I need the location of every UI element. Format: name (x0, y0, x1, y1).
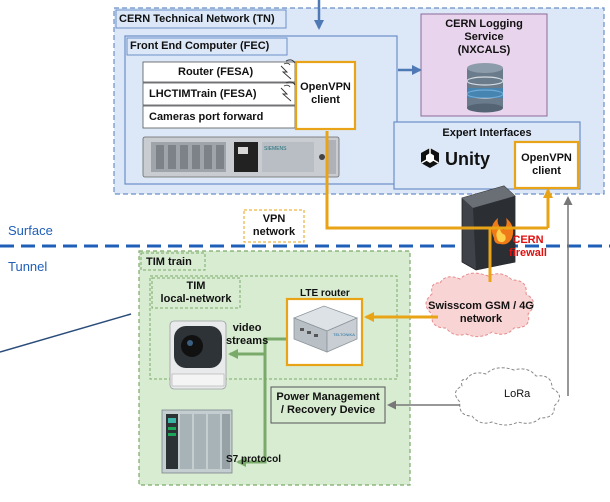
vpn-network-box (243, 209, 305, 243)
swisscom-line-2: network (459, 313, 503, 325)
power-line-2: / Recovery Device (280, 404, 376, 416)
lora-cloud (455, 367, 560, 426)
firewall-label: CERN firewall (508, 234, 548, 260)
power-management-box (270, 386, 386, 424)
fec-openvpn-line-2: client (311, 94, 340, 106)
server-rack-image: SIEMENS (142, 136, 340, 178)
tim-local-line-1: TIM (186, 280, 206, 292)
fec-openvpn-line-1: OpenVPN (300, 81, 351, 93)
nxcals-line-3: (NXCALS) (457, 44, 511, 56)
tn-title: CERN Technical Network (TN) (119, 13, 275, 25)
expert-openvpn-line-1: OpenVPN (521, 152, 572, 164)
s7-protocol-label: S7 protocol (226, 454, 282, 465)
expert-openvpn-line-2: client (532, 165, 561, 177)
lte-router-label: LTE router (300, 288, 350, 299)
nxcals-line-1: CERN Logging (445, 18, 523, 30)
tim-local-title-box (151, 277, 241, 309)
firewall-line-1: CERN (512, 234, 544, 246)
tn-title-box (115, 9, 287, 29)
fesa-wireless-icon (280, 59, 296, 102)
tim-local-title: TIM local-network (152, 280, 240, 306)
video-line-1: video (232, 322, 262, 334)
ptz-camera-icon (169, 320, 227, 390)
lte-router-icon: TELTONIKA (292, 305, 359, 353)
video-stream-arrows (236, 337, 286, 467)
vpn-network-line-1: VPN (262, 213, 286, 225)
nxcals-label: CERN Logging Service (NXCALS) (421, 18, 547, 57)
fec-row-router-label: Router (FESA) (178, 66, 254, 78)
fec-title: Front End Computer (FEC) (130, 40, 270, 52)
vpn-tunnel-fec (325, 131, 548, 230)
vpn-network-line-2: network (252, 226, 296, 238)
database-icon (466, 63, 504, 113)
nxcals-line-2: Service (464, 31, 504, 43)
tim-local-line-2: local-network (160, 293, 232, 305)
surface-label: Surface (8, 223, 53, 238)
swisscom-cloud (425, 272, 534, 338)
power-line-1: Power Management (276, 391, 380, 403)
fec-row-lhctim-label: LHCTIMTrain (FESA) (149, 88, 257, 100)
video-line-2: streams (226, 335, 269, 347)
fec-row-cameras-label: Cameras port forward (149, 111, 264, 123)
plc-s7-icon (161, 409, 233, 474)
firewall-line-2: firewall (509, 247, 547, 259)
tim-train-title: TIM train (146, 256, 192, 268)
tim-train-title-box (140, 252, 206, 271)
expert-openvpn-label: OpenVPN client (515, 152, 578, 178)
fec-title-box (126, 37, 288, 56)
svg-text:TELTONIKA: TELTONIKA (333, 332, 355, 337)
vpn-network-label: VPN network (244, 213, 304, 239)
unity-logo-icon (421, 148, 439, 168)
fec-openvpn-box (294, 60, 357, 131)
unity-label: Unity (445, 149, 490, 169)
svg-text:SIEMENS: SIEMENS (264, 146, 287, 152)
expert-interfaces-title: Expert Interfaces (442, 127, 532, 139)
power-management-label: Power Management / Recovery Device (271, 391, 385, 417)
lora-label: LoRa (504, 388, 531, 400)
tunnel-pointer-line (0, 313, 132, 353)
firewall-flame-icon (491, 218, 514, 245)
video-streams-label: video streams (226, 322, 268, 348)
tunnel-label: Tunnel (8, 259, 48, 274)
fec-openvpn-label: OpenVPN client (296, 81, 355, 107)
swisscom-label: Swisscom GSM / 4G network (421, 300, 541, 326)
swisscom-line-1: Swisscom GSM / 4G (428, 300, 534, 312)
